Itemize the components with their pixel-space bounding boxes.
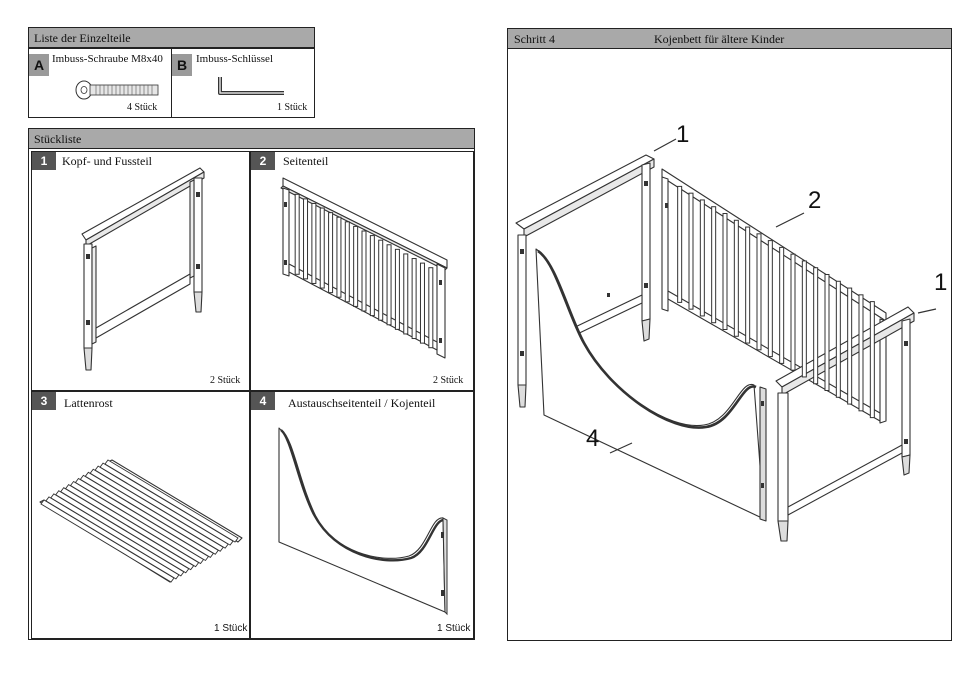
piece-2-number: 2: [251, 152, 275, 170]
slat: [790, 253, 796, 371]
slat: [403, 253, 409, 335]
part-a-cell: A Imbuss-Schraube M8x40 4 Stück: [29, 48, 172, 117]
slat: [801, 260, 807, 378]
piece-1-number: 1: [32, 152, 56, 170]
piece-4-count: 1 Stück: [437, 623, 471, 634]
slat: [328, 212, 334, 294]
slat: [835, 280, 841, 398]
head-foot-end-illustration: [81, 167, 205, 371]
piece-1-count: 2 Stück: [210, 375, 241, 386]
part-a-count: 4 Stück: [127, 102, 158, 113]
slat: [369, 235, 375, 317]
slat: [394, 248, 400, 330]
slat: [847, 287, 853, 405]
piece-1-cell: 1 Kopf- und Fussteil: [31, 151, 250, 391]
slat: [419, 262, 425, 344]
slat: [677, 185, 683, 303]
slat: [699, 199, 705, 317]
slat: [767, 240, 773, 358]
piece-2-count: 2 Stück: [433, 375, 464, 386]
slat: [428, 267, 434, 349]
piece-3-cell: 3 Lattenrost 1 Stück: [31, 391, 250, 639]
piece-4-number: 4: [251, 392, 275, 410]
parts-list-panel: Liste der Einzelteile A Imbuss-Schraube …: [28, 27, 315, 118]
slat: [869, 301, 875, 419]
callout-2-side: 2: [808, 187, 822, 214]
step-panel: Schritt 4 Kojenbett für ältere Kinder: [507, 28, 952, 641]
screw-illustration: [75, 80, 159, 100]
part-a-name: Imbuss-Schraube M8x40: [52, 53, 163, 65]
step-title: Kojenbett für ältere Kinder: [654, 32, 785, 46]
slat: [756, 233, 762, 351]
slat: [104, 459, 239, 543]
slat: [303, 198, 309, 280]
slat: [411, 258, 417, 340]
slat: [779, 246, 785, 364]
slatted-frame-illustration: [39, 459, 243, 583]
piece-list-title: Stückliste: [29, 129, 474, 149]
slat: [311, 202, 317, 284]
piece-4-cell: 4 Austauschseitenteil / Kojenteil 1 Stüc…: [250, 391, 474, 639]
side-panel-illustration: [280, 177, 448, 359]
step-header: Schritt 4 Kojenbett für ältere Kinder: [508, 29, 951, 49]
piece-list-panel: Stückliste 1 Kopf- und Fussteil: [28, 128, 475, 640]
slat: [336, 216, 342, 298]
piece-1-name: Kopf- und Fussteil: [62, 154, 152, 168]
piece-3-number: 3: [32, 392, 56, 410]
piece-3-count: 1 Stück: [214, 623, 248, 634]
slat: [813, 267, 819, 385]
slat: [344, 221, 350, 303]
slat: [378, 239, 384, 321]
slat: [711, 206, 717, 324]
slat: [688, 192, 694, 310]
allen-key-illustration: [218, 77, 284, 95]
parts-list-title: Liste der Einzelteile: [29, 28, 314, 48]
slat: [722, 213, 728, 330]
slat: [733, 219, 739, 337]
piece-2-name: Seitenteil: [283, 154, 329, 168]
slat: [386, 244, 392, 326]
slat: [361, 230, 367, 312]
slat: [319, 207, 325, 289]
slat: [353, 225, 359, 307]
slat: [294, 193, 300, 275]
piece-4-name: Austauschseitenteil / Kojenteil: [288, 396, 436, 410]
part-a-letter: A: [29, 54, 49, 76]
callout-1-headboard: 1: [676, 121, 690, 148]
bunk-side-panel-illustration: [278, 427, 448, 616]
part-b-name: Imbuss-Schlüssel: [196, 53, 273, 65]
slat: [745, 226, 751, 344]
slat: [858, 294, 864, 412]
piece-3-name: Lattenrost: [64, 396, 113, 410]
piece-2-cell: 2 Seitenteil 2 Stück: [250, 151, 474, 391]
callout-4-bunk-panel: 4: [586, 425, 600, 452]
step-label: Schritt 4: [514, 32, 555, 46]
slat: [824, 274, 830, 391]
part-b-letter: B: [172, 54, 192, 76]
assembled-bed-illustration: [515, 138, 937, 542]
part-b-cell: B Imbuss-Schlüssel 1 Stück: [171, 48, 314, 117]
part-b-count: 1 Stück: [277, 102, 308, 113]
callout-1-footboard: 1: [934, 269, 948, 296]
